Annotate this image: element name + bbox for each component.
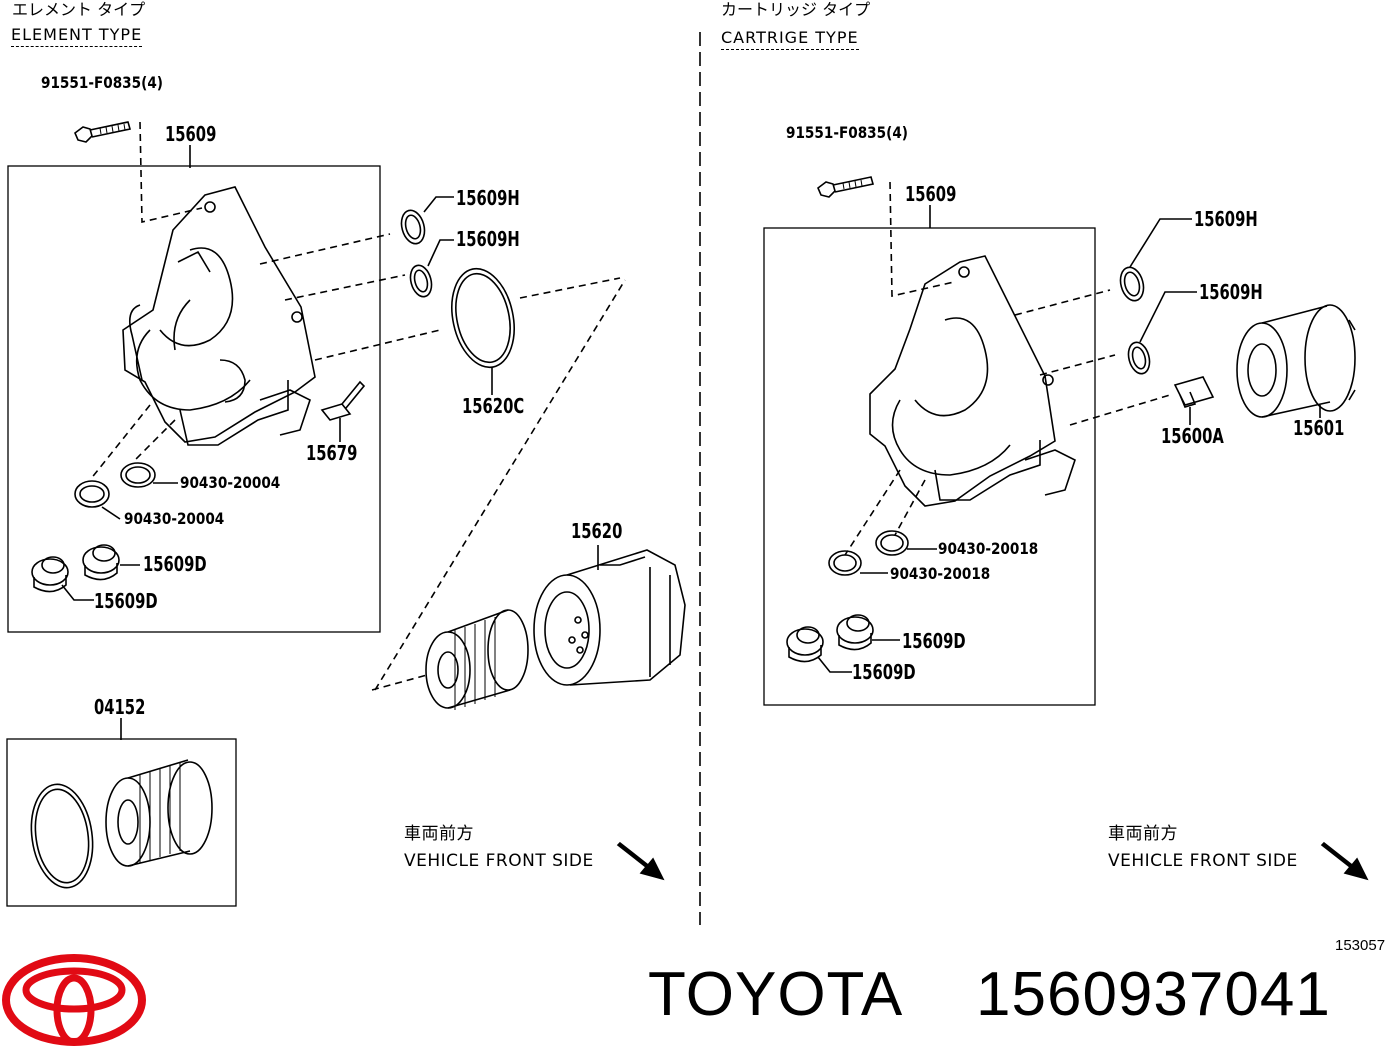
right-title-jp: カートリッジ タイプ: [721, 0, 871, 19]
left-plug-a-drawing: [82, 544, 120, 581]
right-label-filter: 15601: [1293, 416, 1345, 440]
left-label-washer-b: 90430-20004: [124, 509, 225, 528]
toyota-logo: [2, 954, 146, 1046]
left-label-oring-top: 15609H: [456, 186, 520, 210]
left-front-arrow-drawing: [616, 841, 665, 881]
right-label-plug-b: 15609D: [852, 660, 916, 684]
left-label-housing: 15609: [165, 122, 217, 146]
right-label-bolt: 91551-F0835(4): [786, 123, 909, 142]
right-union-drawing: [1173, 376, 1215, 408]
left-plug-b-drawing: [31, 556, 69, 593]
left-clip-drawing: [320, 380, 366, 421]
left-front-jp: 車両前方: [404, 824, 474, 844]
left-title-en: ELEMENT TYPE: [11, 27, 143, 47]
left-element-drawing: [425, 609, 529, 710]
right-filter-drawing: [1236, 304, 1356, 418]
left-label-plug-b: 15609D: [94, 589, 158, 613]
right-label-washer-a: 90430-20018: [938, 539, 1039, 558]
left-label-clip: 15679: [306, 441, 358, 465]
left-housing-box: [7, 165, 381, 633]
right-label-oring-bottom: 15609H: [1199, 280, 1263, 304]
right-title-en: CARTRIGE TYPE: [721, 30, 859, 50]
left-cap-drawing: [533, 549, 686, 686]
right-bolt-drawing: [817, 176, 875, 198]
right-oring-bottom-drawing: [1127, 341, 1151, 375]
right-housing-drawing: [869, 255, 1076, 507]
left-oring-top-drawing: [400, 209, 426, 245]
left-kit-box: [6, 738, 237, 907]
kit-element-drawing: [105, 759, 213, 867]
right-plug-a-drawing: [836, 614, 874, 651]
right-washer-b-drawing: [828, 550, 862, 576]
right-label-housing: 15609: [905, 182, 957, 206]
right-label-washer-b: 90430-20018: [890, 564, 991, 583]
left-front-en: VEHICLE FRONT SIDE: [404, 851, 594, 871]
right-front-jp: 車両前方: [1108, 824, 1178, 844]
right-label-union: 15600A: [1161, 424, 1224, 448]
left-washer-a-drawing: [120, 462, 156, 488]
left-label-cap: 15620: [571, 519, 623, 543]
left-label-plug-a: 15609D: [143, 552, 207, 576]
right-washer-a-drawing: [875, 530, 909, 556]
left-label-oring-bottom: 15609H: [456, 227, 520, 251]
left-label-kit: 04152: [94, 695, 146, 719]
left-washer-b-drawing: [74, 480, 110, 508]
left-label-washer-a: 90430-20004: [180, 473, 281, 492]
right-label-oring-top: 15609H: [1194, 207, 1258, 231]
left-bolt-drawing: [74, 121, 132, 143]
left-housing-drawing: [122, 186, 316, 446]
left-label-gasket: 15620C: [462, 394, 525, 418]
right-front-en: VEHICLE FRONT SIDE: [1108, 851, 1298, 871]
part-number: 1560937041: [976, 960, 1331, 1029]
left-label-bolt: 91551-F0835(4): [41, 73, 164, 92]
left-gasket-drawing: [451, 267, 515, 369]
kit-oring-drawing: [30, 783, 94, 889]
left-title-jp: エレメント タイプ: [12, 0, 146, 19]
right-oring-top-drawing: [1119, 266, 1145, 302]
figure-code: 153057: [1335, 937, 1386, 954]
right-label-plug-a: 15609D: [902, 629, 966, 653]
left-oring-bottom-drawing: [409, 264, 433, 298]
right-plug-b-drawing: [786, 626, 824, 663]
right-front-arrow-drawing: [1320, 841, 1369, 881]
brand-name: TOYOTA: [648, 960, 904, 1029]
